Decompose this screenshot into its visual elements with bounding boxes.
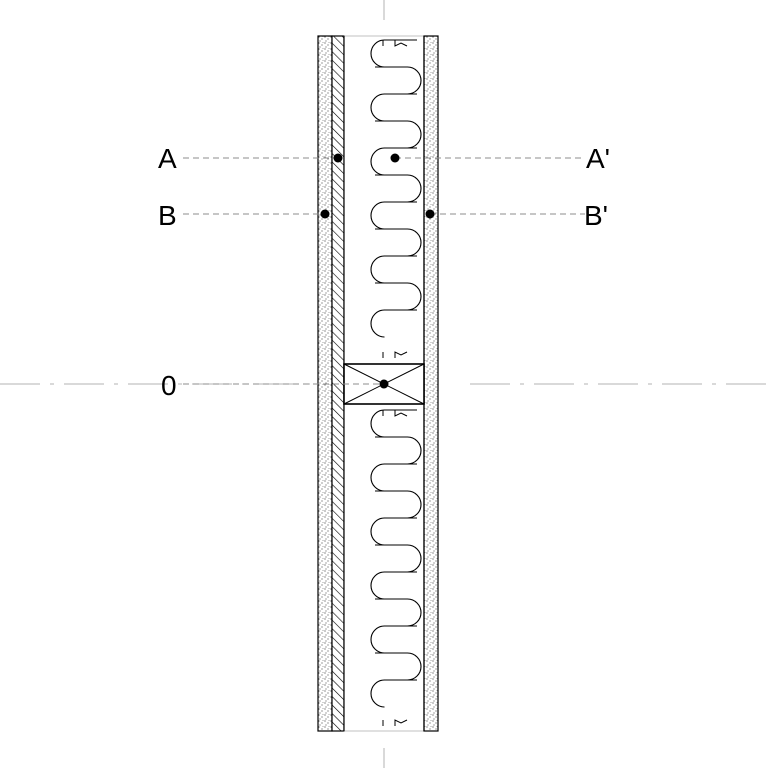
label-a-left: A: [158, 143, 177, 174]
label-b-right: B': [584, 200, 608, 231]
insulation-batt-upper: [370, 39, 422, 358]
measurement-points: [320, 153, 435, 389]
point-a-right: [390, 153, 400, 163]
point-origin: [379, 379, 389, 389]
insulation-loop-path: [370, 409, 422, 708]
insulation-batt-lower: [370, 409, 422, 726]
label-a-right: A': [586, 143, 610, 174]
insulation-end-cap: [382, 719, 408, 726]
label-b-left: B: [158, 200, 177, 231]
insulation-end-cap: [382, 351, 408, 358]
point-b-left: [320, 209, 330, 219]
insulation-end-cap: [382, 410, 408, 417]
label-origin: 0: [161, 370, 177, 401]
insulation-loop-path: [370, 39, 422, 338]
section-lines: [183, 157, 585, 385]
interior-board-layer: [423, 35, 439, 732]
insulation-end-cap: [382, 40, 408, 47]
point-a-left: [333, 153, 343, 163]
point-b-right: [425, 209, 435, 219]
